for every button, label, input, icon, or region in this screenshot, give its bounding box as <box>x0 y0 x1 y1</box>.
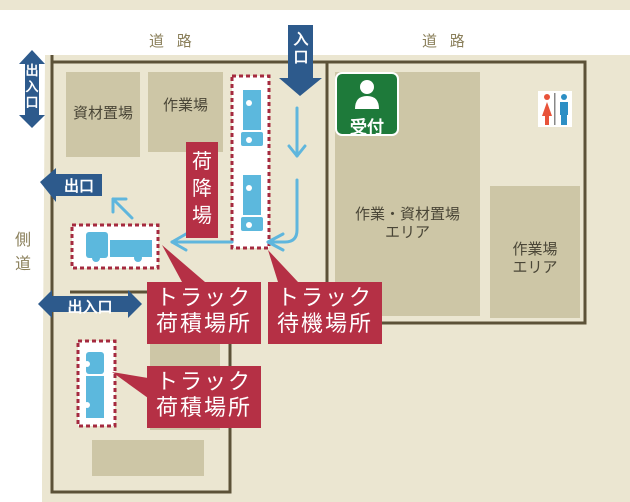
tag-pointer-2 <box>268 250 298 282</box>
area-workshop: 作業場 <box>162 96 208 114</box>
block-workshop <box>148 72 223 152</box>
entrance-label: 入口 <box>293 30 309 66</box>
area-workshop-materials: 作業・資材置場 エリア <box>354 205 460 241</box>
road-label-top-right: 道 路 <box>422 32 469 50</box>
truck-loading-label-1: トラック 荷積場所 <box>147 282 261 344</box>
road-label-top-left: 道 路 <box>149 32 196 50</box>
side-entrance-arrow <box>19 50 45 128</box>
block-bottom <box>92 440 204 476</box>
unloading-label: 荷降場 <box>186 142 218 238</box>
entrance-arrow <box>279 25 322 96</box>
exit-arrow <box>40 168 102 202</box>
reception-label: 受付 <box>350 118 384 138</box>
top-road <box>0 10 630 53</box>
block-materials <box>66 72 140 157</box>
truck-icon <box>241 90 263 146</box>
reception-person-icon <box>355 80 379 109</box>
area-materials-storage: 資材置場 <box>72 104 133 122</box>
side-road <box>0 53 45 502</box>
area-workshop-right: 作業場 エリア <box>512 240 558 276</box>
truck-icon <box>84 352 104 418</box>
site-wall-building <box>325 60 587 325</box>
top-edge <box>0 0 630 10</box>
truck-waiting-label: トラック 待機場所 <box>268 282 382 344</box>
left-entrance-label: 出入口 <box>67 298 113 316</box>
truck-loading-label-2: トラック 荷積場所 <box>147 366 261 428</box>
flow-arrows <box>111 106 307 252</box>
block-right <box>490 186 580 318</box>
truck-icon <box>86 232 152 262</box>
tag-pointer-3 <box>112 372 148 398</box>
toilet-icon <box>538 91 572 127</box>
left-entrance-arrow <box>38 290 142 318</box>
tag-pointer-1 <box>162 245 205 282</box>
side-entrance-label: 出入口 <box>25 64 39 111</box>
truck-icon <box>241 175 263 231</box>
exit-label: 出口 <box>63 177 94 195</box>
side-road-label: 側道 <box>15 230 32 273</box>
